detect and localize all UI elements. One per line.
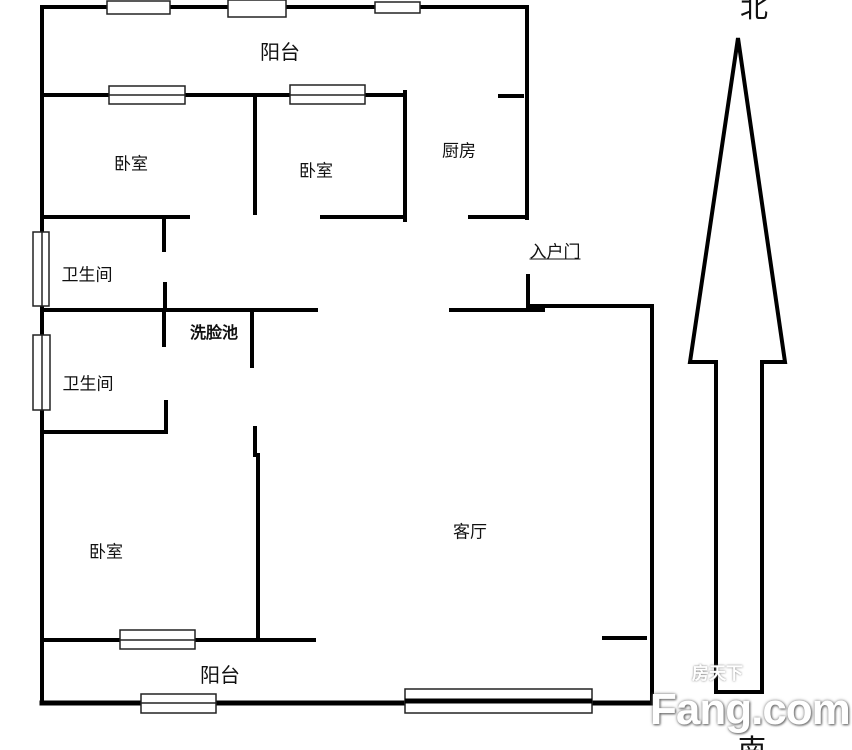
- room-label-bathroom-1: 卫生间: [61, 265, 113, 286]
- watermark-logo: 房天下 Fang.com: [650, 664, 851, 734]
- window: [227, 0, 287, 18]
- north-arrow-icon: [687, 37, 788, 694]
- window: [106, 0, 171, 15]
- room-label-bathroom-2: 卫生间: [62, 374, 114, 395]
- compass-south-label: 南: [737, 733, 767, 750]
- compass-north-label: 北: [739, 0, 769, 24]
- room-label-kitchen: 厨房: [442, 141, 476, 162]
- window: [32, 231, 50, 307]
- room-label-bedroom-3: 卧室: [89, 542, 123, 563]
- room-label-bedroom-1: 卧室: [114, 154, 148, 175]
- window: [374, 1, 421, 14]
- room-label-balcony-south: 阳台: [200, 663, 240, 687]
- room-label-living-room: 客厅: [453, 522, 487, 543]
- watermark-cn: 房天下: [692, 664, 743, 684]
- walls: [39, 5, 655, 706]
- room-label-bedroom-2: 卧室: [299, 161, 333, 182]
- room-label-balcony-north: 阳台: [260, 40, 300, 64]
- windows: [32, 0, 593, 714]
- entrance-door-label: 入户门: [529, 242, 581, 263]
- room-label-washbasin: 洗脸池: [189, 323, 239, 342]
- watermark-en: Fang.com: [650, 685, 851, 734]
